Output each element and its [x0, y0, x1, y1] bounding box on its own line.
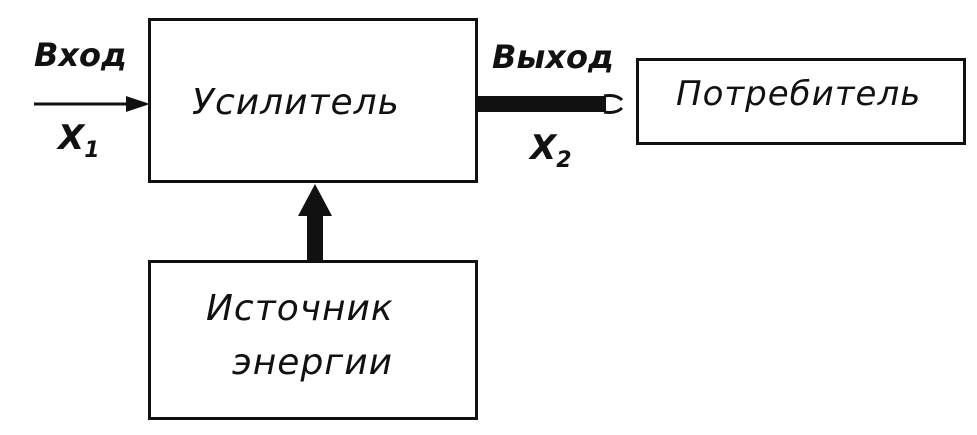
energy-source-label-line2: энергии — [232, 342, 394, 383]
energy-source-block — [148, 260, 478, 420]
energy-source-label-line1: Источник — [206, 288, 394, 329]
amplifier-label: Усилитель — [192, 82, 400, 123]
input-arrowhead — [126, 96, 150, 112]
input-label: Вход — [34, 36, 127, 74]
consumer-block — [636, 58, 966, 145]
output-variable: X2 — [530, 128, 572, 173]
amplifier-block — [148, 18, 478, 183]
output-power-line — [476, 96, 606, 112]
consumer-label: Потребитель — [676, 74, 922, 114]
input-variable: X1 — [58, 118, 100, 163]
output-label: Выход — [492, 38, 614, 76]
energy-arrow-shaft — [307, 212, 323, 262]
input-variable-subscript: 1 — [84, 137, 100, 163]
output-variable-subscript: 2 — [556, 147, 572, 173]
output-connector-hook — [603, 94, 624, 114]
energy-arrowhead — [298, 184, 332, 216]
output-variable-symbol: X — [530, 128, 557, 168]
input-variable-symbol: X — [58, 118, 85, 158]
